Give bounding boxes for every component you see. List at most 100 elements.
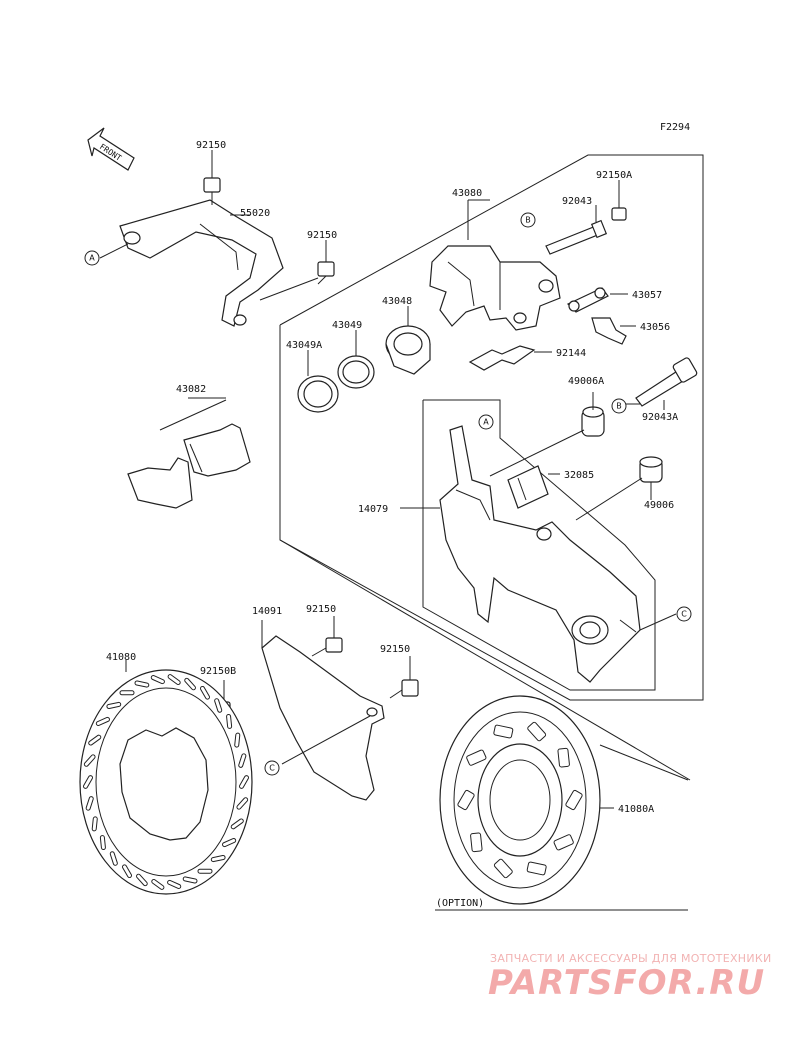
disc-slot — [151, 878, 165, 890]
disc-slot — [493, 858, 513, 879]
seal-43049A — [297, 375, 339, 413]
seal-43049 — [337, 355, 375, 389]
piston-43048 — [385, 325, 431, 375]
label-14079: 14079 — [358, 504, 388, 515]
disc-slot — [119, 690, 135, 696]
callout-a-bracket: A — [478, 414, 494, 430]
label-92150-low: 92150 — [380, 644, 410, 655]
callout-c-right: C — [676, 606, 692, 622]
disc-guard-14091 — [261, 620, 385, 801]
watermark-subtitle: ЗАПЧАСТИ И АКСЕССУАРЫ ДЛЯ МОТОТЕХНИКИ — [490, 952, 772, 965]
disc-slot — [470, 832, 483, 853]
disc-slot — [526, 861, 547, 876]
disc-slot — [200, 685, 210, 700]
disc-slot — [557, 747, 570, 768]
disc-slot — [122, 864, 132, 879]
label-92150A: 92150A — [596, 170, 632, 181]
disc-slot — [99, 835, 106, 851]
disc-slot — [222, 838, 237, 848]
pin-92043 — [545, 219, 608, 255]
disc-slot — [85, 796, 94, 811]
label-43048: 43048 — [382, 296, 412, 307]
disc-slot — [134, 680, 150, 688]
bolt-92150-top — [203, 150, 221, 205]
label-41080A: 41080A — [618, 804, 654, 815]
disc-slot — [150, 675, 165, 685]
disc-slot — [230, 818, 244, 830]
front-arrow-icon: FRONT — [87, 127, 135, 171]
disc-slot — [466, 749, 487, 766]
disc-slot — [109, 851, 118, 866]
bolt-92150-guard — [311, 616, 343, 657]
option-label: (OPTION) — [436, 898, 484, 909]
spring-92144 — [468, 345, 536, 371]
disc-slot — [239, 775, 250, 789]
disc-slot — [565, 789, 583, 811]
svg-text:C: C — [681, 610, 687, 619]
bolt-92150-mid — [259, 240, 335, 301]
label-92043A: 92043A — [642, 412, 678, 423]
label-43049: 43049 — [332, 320, 362, 331]
label-43082: 43082 — [176, 384, 206, 395]
label-43056: 43056 — [640, 322, 670, 333]
label-92150-top: 92150 — [196, 140, 226, 151]
label-92144: 92144 — [556, 348, 586, 359]
label-14091: 14091 — [252, 606, 282, 617]
torque-bracket-55020 — [119, 199, 284, 327]
disc-slot — [214, 698, 223, 713]
disc-slot — [91, 816, 98, 832]
washer-43057 — [566, 287, 609, 313]
disc-slot — [83, 775, 93, 789]
disc-slot — [238, 753, 247, 768]
watermark-brand: PARTSFOR.RU — [488, 963, 765, 1003]
plug-92150A — [611, 207, 627, 221]
brake-pads-43082 — [127, 397, 251, 509]
label-43080: 43080 — [452, 188, 482, 199]
disc-slot — [83, 754, 96, 767]
bleed-valve-43056 — [591, 317, 627, 345]
disc-slot — [236, 797, 249, 810]
pad-clip-32085 — [507, 465, 549, 509]
disc-slot — [210, 855, 226, 863]
callout-c-guard: C — [264, 760, 280, 776]
label-92043: 92043 — [562, 196, 592, 207]
svg-text:C: C — [269, 764, 275, 773]
brake-disc-41080A — [439, 695, 614, 905]
disc-slot — [184, 677, 196, 691]
brake-disc-41080 — [79, 660, 253, 895]
label-49006A: 49006A — [568, 376, 604, 387]
disc-slot — [234, 732, 241, 748]
disc-slot — [95, 716, 110, 726]
svg-text:A: A — [483, 418, 489, 427]
disc-slot — [167, 879, 182, 889]
caliper-bracket-14079 — [439, 425, 641, 683]
disc-slot — [457, 789, 475, 811]
pin-92043A — [635, 357, 698, 407]
label-49006: 49006 — [644, 500, 674, 511]
label-32085: 32085 — [564, 470, 594, 481]
disc-slot — [167, 674, 181, 686]
disc-slot — [182, 876, 198, 884]
boot-49006 — [639, 456, 663, 483]
caliper-assembly-outline — [279, 154, 704, 911]
caliper-body-43080 — [429, 199, 561, 331]
boot-49006A — [581, 406, 605, 437]
disc-slot — [553, 834, 574, 851]
disc-slot — [493, 724, 514, 739]
svg-text:B: B — [616, 402, 622, 411]
disc-slot — [88, 734, 102, 746]
label-92150-guard: 92150 — [306, 604, 336, 615]
label-92150B: 92150B — [200, 666, 236, 677]
diagram-code: F2294 — [660, 122, 690, 133]
svg-text:A: A — [89, 254, 95, 263]
label-43049A: 43049A — [286, 340, 322, 351]
label-55020: 55020 — [240, 208, 270, 219]
svg-text:B: B — [525, 216, 531, 225]
bolt-92150-low — [389, 656, 419, 699]
disc-slot — [106, 701, 122, 709]
label-43057: 43057 — [632, 290, 662, 301]
disc-slot — [226, 713, 233, 729]
label-92150-mid: 92150 — [307, 230, 337, 241]
callout-b-top: B — [520, 212, 536, 228]
